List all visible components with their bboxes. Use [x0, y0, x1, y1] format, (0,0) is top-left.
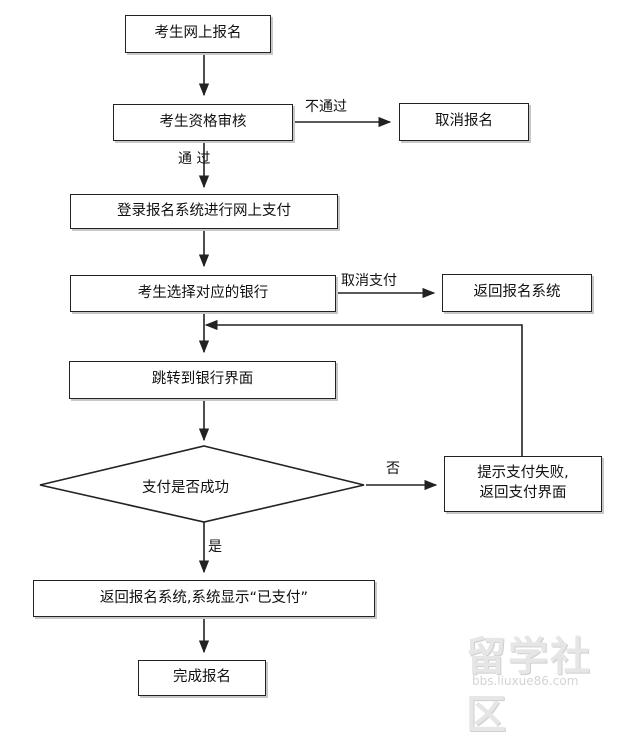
node-cancel-registration: 取消报名: [399, 103, 529, 141]
edge-label-no: 否: [386, 461, 400, 477]
node-return-paid-text: 返回报名系统,系统显示“已支付”: [99, 589, 309, 606]
node-return-paid: 返回报名系统,系统显示“已支付”: [33, 580, 375, 617]
arrow-failed-loop-back: [204, 319, 523, 456]
node-payment-failed-line2: 返回支付界面: [479, 485, 567, 501]
decision-diamond: [39, 445, 365, 523]
node-login-payment: 登录报名系统进行网上支付: [70, 194, 338, 229]
flow-arrows: [39, 52, 523, 654]
node-return-system: 返回报名系统: [442, 274, 592, 312]
node-jump-bank: 跳转到银行界面: [69, 361, 336, 399]
edge-label-passed: 通 过: [178, 151, 211, 167]
node-complete-registration-text: 完成报名: [173, 669, 231, 686]
watermark-url: bbs.liuxue86.com: [472, 674, 579, 688]
node-qualification-review: 考生资格审核: [113, 104, 293, 141]
node-jump-bank-text: 跳转到银行界面: [151, 371, 254, 388]
node-select-bank-text: 考生选择对应的银行: [137, 284, 269, 301]
node-return-system-text: 返回报名系统: [473, 284, 561, 301]
node-online-registration: 考生网上报名: [125, 15, 271, 53]
edge-label-cancel-payment: 取消支付: [341, 273, 397, 289]
node-online-registration-text: 考生网上报名: [154, 25, 242, 42]
node-select-bank: 考生选择对应的银行: [70, 275, 336, 312]
decision-text: 支付是否成功: [142, 480, 229, 496]
node-payment-failed: 提示支付失败, 返回支付界面: [444, 456, 602, 512]
edge-label-yes: 是: [208, 539, 222, 555]
edge-label-not-passed: 不通过: [305, 99, 347, 115]
node-payment-failed-line1: 提示支付失败,: [477, 465, 569, 482]
watermark: 留学社区 bbs.liuxue86.com: [462, 624, 632, 738]
node-qualification-review-text: 考生资格审核: [159, 113, 247, 130]
node-cancel-registration-text: 取消报名: [435, 113, 493, 130]
node-login-payment-text: 登录报名系统进行网上支付: [117, 202, 291, 219]
node-complete-registration: 完成报名: [138, 660, 266, 696]
